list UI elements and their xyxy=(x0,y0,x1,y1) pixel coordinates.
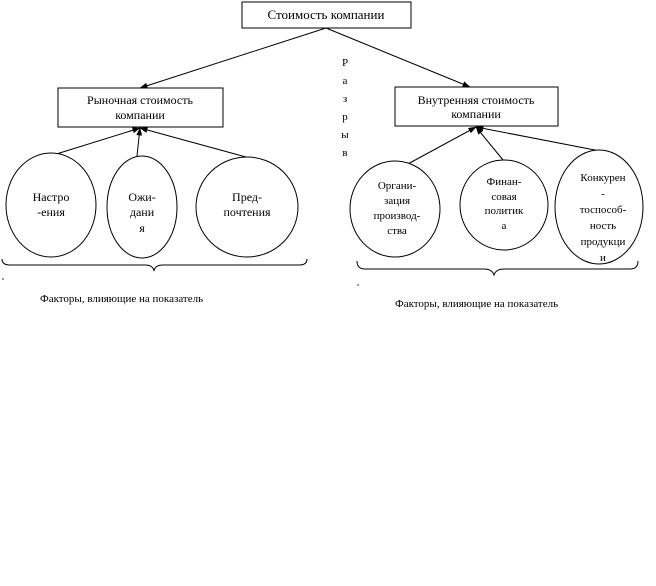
factor-competitiveness-line-3: тоспособ- xyxy=(580,204,627,216)
gap-letter-1: Р xyxy=(342,57,348,69)
factor-production-organization: Органи- зация производ- ства xyxy=(349,160,441,258)
factor-expectations-line-3: я xyxy=(139,221,145,235)
factor-mood-line-1: Настро xyxy=(33,190,70,204)
arrow-competitiveness-to-intrinsic-value xyxy=(475,125,601,152)
factor-competitiveness-line-5: продукци xyxy=(581,236,626,248)
factor-preferences-line-2: почтения xyxy=(223,205,271,219)
factor-organization-line-1: Органи- xyxy=(378,180,417,192)
factor-competitiveness-line-4: ность xyxy=(590,220,616,232)
arrow-organization-to-intrinsic-value xyxy=(405,126,477,166)
intrinsic-value-box: Внутренняя стоимость компании xyxy=(394,86,559,127)
factor-financial-policy: Финан- совая политик а xyxy=(459,159,549,251)
market-value-box: Рыночная стоимость компании xyxy=(57,87,224,128)
right-factors-brace xyxy=(356,260,639,277)
arrow-financial-policy-to-intrinsic-value xyxy=(475,126,504,161)
market-value-label-line-2: компании xyxy=(115,108,165,122)
gap-letter-2: а xyxy=(343,75,348,87)
factor-financial-line-4: а xyxy=(502,220,507,232)
market-value-label-line-1: Рыночная стоимость xyxy=(87,93,193,107)
company-value-box: Стоимость компании xyxy=(241,1,412,29)
factor-competitiveness-line-2: - xyxy=(601,188,605,200)
factor-mood-line-2: -ения xyxy=(37,205,65,219)
factor-preferences-line-1: Пред- xyxy=(232,190,262,204)
arrow-to-intrinsic-value xyxy=(325,27,471,88)
factor-financial-line-1: Финан- xyxy=(487,176,522,188)
right-factors-caption: Факторы, влияющие на показатель xyxy=(395,298,558,310)
stray-dot-right xyxy=(357,284,359,286)
gap-vertical-word: Р а з р ы в xyxy=(341,57,349,159)
factor-mood: Настро -ения xyxy=(5,152,97,258)
gap-letter-3: з xyxy=(343,93,347,105)
factor-financial-line-3: политик xyxy=(485,205,524,217)
factor-competitiveness-line-1: Конкурен xyxy=(580,172,625,184)
factor-financial-line-2: совая xyxy=(491,191,516,203)
factor-expectations-line-2: дани xyxy=(130,205,155,219)
gap-letter-5: ы xyxy=(341,129,349,141)
factor-product-competitiveness: Конкурен - тоспособ- ность продукци и xyxy=(554,149,644,265)
arrow-expectations-to-market-value xyxy=(136,127,143,157)
company-value-label: Стоимость компании xyxy=(268,7,385,22)
factor-organization-line-2: зация xyxy=(384,195,410,207)
factor-organization-line-4: ства xyxy=(387,225,407,237)
factor-organization-line-3: производ- xyxy=(374,210,421,222)
factor-expectations-line-1: Ожи- xyxy=(128,190,155,204)
arrow-mood-to-market-value xyxy=(49,127,141,157)
stray-dot-left xyxy=(2,278,4,280)
gap-letter-4: р xyxy=(342,111,348,123)
factor-preferences: Пред- почтения xyxy=(195,156,299,258)
left-factors-caption: Факторы, влияющие на показатель xyxy=(40,293,203,305)
arrow-to-market-value xyxy=(139,27,327,89)
intrinsic-value-label-line-2: компании xyxy=(451,107,501,121)
factor-competitiveness-line-6: и xyxy=(600,252,606,264)
gap-letter-6: в xyxy=(342,147,347,159)
intrinsic-value-label-line-1: Внутренняя стоимость xyxy=(418,93,535,107)
left-factors-brace xyxy=(1,258,308,272)
arrow-preferences-to-market-value xyxy=(139,127,247,158)
factor-expectations: Ожи- дани я xyxy=(106,155,178,259)
